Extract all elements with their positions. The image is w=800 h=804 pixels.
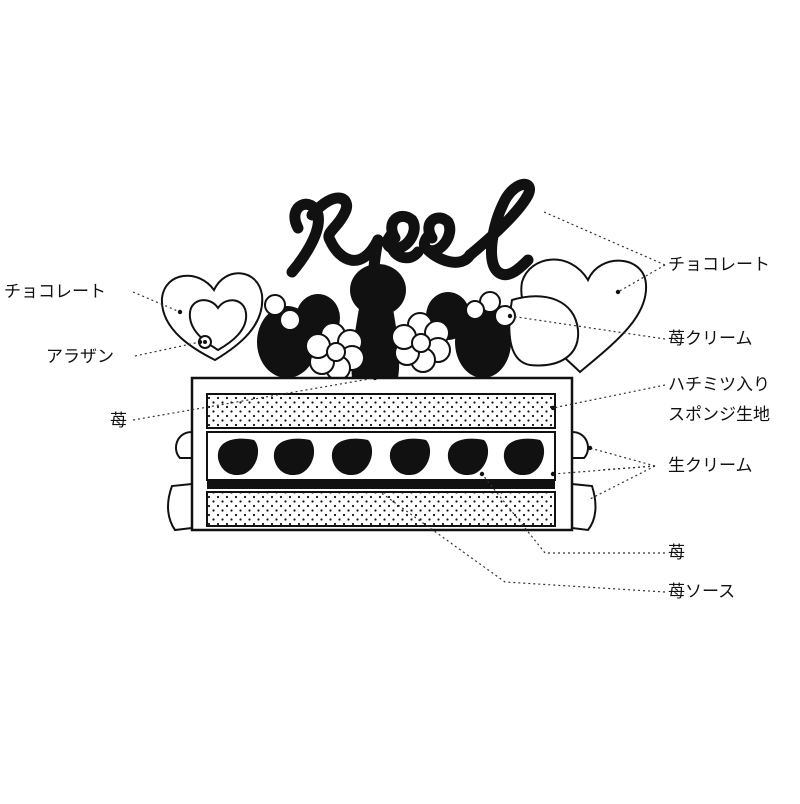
cream-swirl	[305, 322, 365, 381]
rool-topper	[286, 178, 535, 306]
cake-body	[167, 376, 597, 532]
label-right-strawberry-sauce: 苺ソース	[668, 582, 736, 602]
fresh-cream-layer	[206, 431, 556, 481]
cream-swirl	[391, 312, 451, 373]
sponge-layer-bottom	[206, 491, 556, 527]
strawberry-sauce-layer	[207, 481, 555, 489]
cream-dollop	[264, 291, 516, 331]
label-left-strawberry: 苺	[110, 411, 127, 431]
strawberry-cream-right	[508, 295, 580, 367]
label-right-chocolate: チョコレート	[668, 255, 770, 275]
top-decoration	[198, 264, 516, 381]
label-left-chocolate: チョコレート	[4, 282, 106, 302]
chocolate-heart-left	[160, 272, 264, 362]
layer-strawberries	[217, 438, 545, 476]
top-strawberry	[455, 306, 511, 378]
label-right-fresh-cream: 生クリーム	[668, 456, 753, 476]
label-left-arazan: アラザン	[46, 347, 114, 367]
label-right-strawberry: 苺	[668, 543, 685, 563]
label-right-sponge-line2: スポンジ生地	[668, 405, 770, 425]
label-right-strawberry-cream: 苺クリーム	[668, 329, 753, 349]
leader-lines	[132, 211, 666, 593]
sponge-layer-top	[206, 393, 556, 429]
label-right-sponge-line1: ハチミツ入り	[668, 375, 770, 395]
